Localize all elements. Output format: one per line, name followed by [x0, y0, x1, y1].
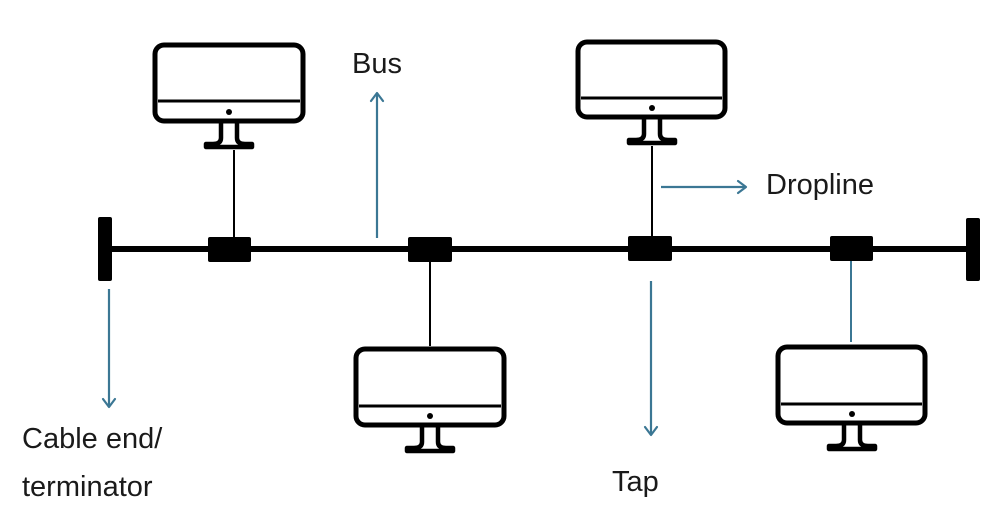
dropline-arrow — [661, 179, 748, 195]
cable-end-label-line2: terminator — [22, 471, 153, 503]
terminator-arrow — [101, 289, 117, 409]
tap-connector-3 — [628, 236, 672, 261]
bus-arrow — [369, 91, 385, 238]
tap-connector-2 — [408, 237, 452, 262]
monitor-icon — [775, 344, 928, 452]
dropline-label: Dropline — [766, 169, 874, 201]
tap-arrow — [643, 281, 659, 437]
monitor-icon — [575, 39, 728, 146]
tap-connector-4 — [830, 236, 873, 261]
left-terminator — [98, 217, 112, 281]
cable-end-label-line1: Cable end/ — [22, 423, 163, 455]
monitor-icon — [152, 42, 306, 150]
right-terminator — [966, 218, 980, 281]
bus-label: Bus — [352, 48, 402, 80]
monitor-icon — [353, 346, 507, 454]
tap-label: Tap — [612, 466, 659, 498]
tap-connector-1 — [208, 237, 251, 262]
